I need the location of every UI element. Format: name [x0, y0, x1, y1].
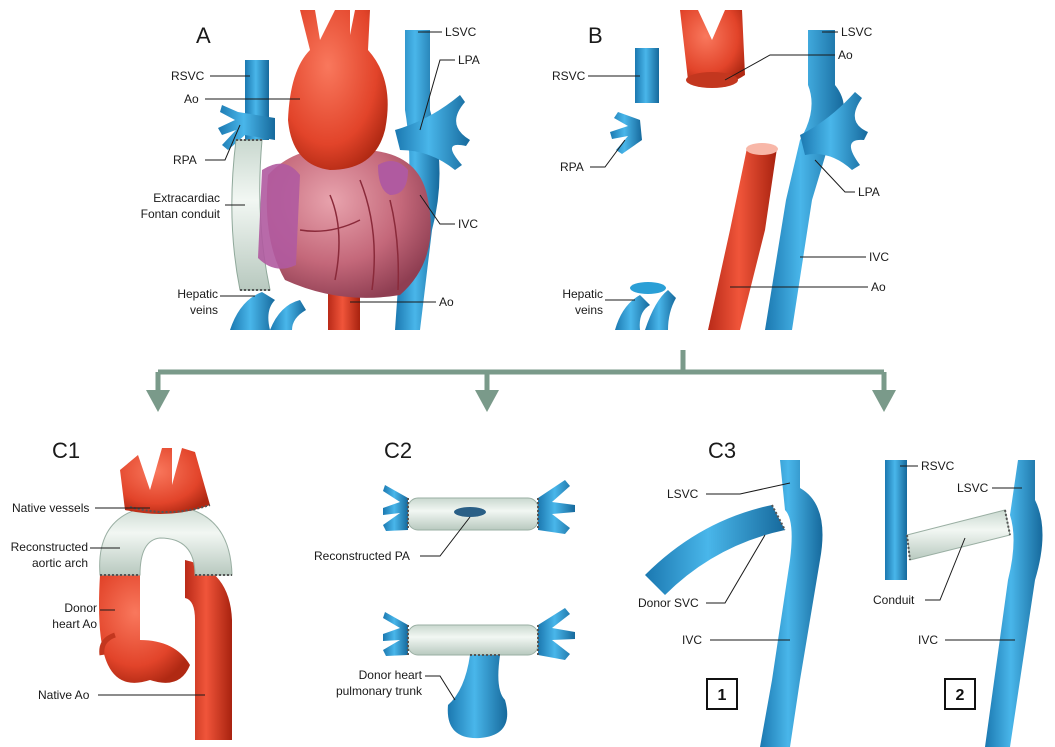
label-b-hepatic-line2: veins [575, 303, 603, 317]
option-box-1-label: 1 [718, 687, 727, 704]
label-c3-rsvc: RSVC [921, 459, 955, 473]
label-a-conduit-line2: Fontan conduit [141, 207, 221, 221]
label-a-rpa: RPA [173, 153, 197, 167]
label-c1-native-vessels: Native vessels [12, 501, 89, 515]
labels-c2: Reconstructed PA Donor heart pulmonary t… [314, 549, 423, 698]
label-c3-ivc-1: IVC [682, 633, 702, 647]
panel-letter-b: B [588, 23, 603, 48]
label-a-ivc: IVC [458, 217, 478, 231]
label-a-lpa: LPA [458, 53, 480, 67]
label-c2-donor-line1: Donor heart [359, 668, 423, 682]
label-c2-reconstructed-pa: Reconstructed PA [314, 549, 410, 563]
label-a-lsvc: LSVC [445, 25, 477, 39]
label-c3-lsvc-1: LSVC [667, 487, 699, 501]
label-b-rsvc: RSVC [552, 69, 586, 83]
label-b-ivc: IVC [869, 250, 889, 264]
panel-letter-a: A [196, 23, 211, 48]
label-b-hepatic-line1: Hepatic [562, 287, 603, 301]
label-b-rpa: RPA [560, 160, 584, 174]
label-a-conduit-line1: Extracardiac [153, 191, 220, 205]
label-b-lsvc: LSVC [841, 25, 873, 39]
label-a-hepatic-line2: veins [190, 303, 218, 317]
label-c1-donor-line1: Donor [64, 601, 97, 615]
label-c3-ivc-2: IVC [918, 633, 938, 647]
label-a-hepatic-line1: Hepatic [177, 287, 218, 301]
labels-c1: Native vessels Reconstructed aortic arch… [11, 501, 98, 702]
panel-a-illustration [218, 10, 470, 330]
label-c1-native-ao: Native Ao [38, 688, 90, 702]
label-b-ao-top: Ao [838, 48, 853, 62]
panel-letter-c2: C2 [384, 438, 412, 463]
panel-c1-illustration [99, 448, 232, 740]
label-c2-donor-line2: pulmonary trunk [336, 684, 423, 698]
option-box-2-label: 2 [956, 687, 965, 704]
option-boxes: 1 2 [707, 679, 975, 709]
label-c1-reconstructed-line1: Reconstructed [11, 540, 88, 554]
label-a-ao-top: Ao [184, 92, 199, 106]
label-a-rsvc: RSVC [171, 69, 205, 83]
panel-b-illustration [610, 10, 868, 330]
label-b-ao-bottom: Ao [871, 280, 886, 294]
label-c3-conduit: Conduit [873, 593, 915, 607]
label-c1-donor-line2: heart Ao [52, 617, 97, 631]
panel-c2-illustration [383, 480, 575, 738]
label-c3-lsvc-2: LSVC [957, 481, 989, 495]
label-a-ao-bottom: Ao [439, 295, 454, 309]
label-b-lpa: LPA [858, 185, 880, 199]
panel-letter-c3: C3 [708, 438, 736, 463]
connector-arrows [146, 350, 896, 412]
panel-letter-c1: C1 [52, 438, 80, 463]
label-c3-donor-svc: Donor SVC [638, 596, 699, 610]
label-c1-reconstructed-line2: aortic arch [32, 556, 88, 570]
